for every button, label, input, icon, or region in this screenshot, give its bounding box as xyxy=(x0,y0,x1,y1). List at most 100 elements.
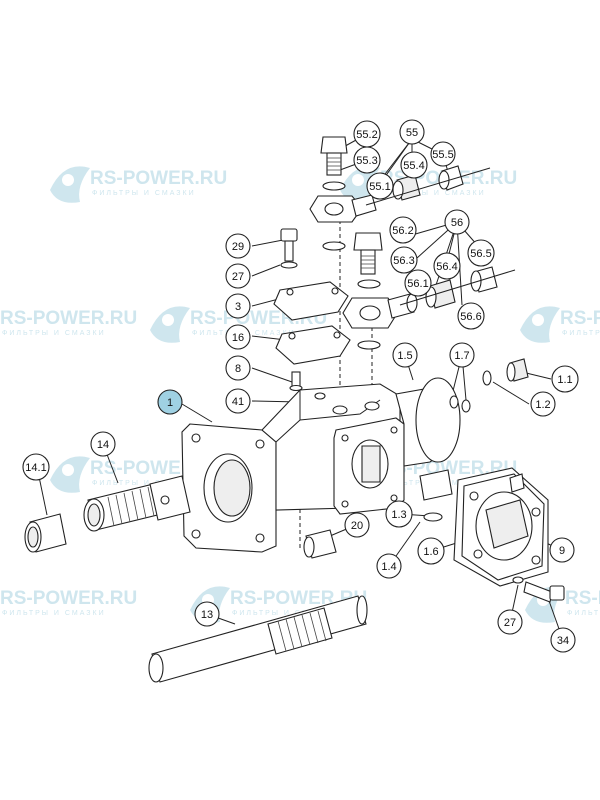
callout-circle xyxy=(457,302,485,330)
callout-circle xyxy=(400,151,428,179)
main-housing xyxy=(181,383,453,553)
watermark-brand: RS-POWER.RU xyxy=(0,588,137,609)
watermark-tagline: ФИЛЬТРЫ И СМАЗКИ xyxy=(92,480,196,487)
callout-label: 56.2 xyxy=(392,225,413,237)
callout-56-3: 56.3 xyxy=(390,246,418,274)
parts-layer xyxy=(24,136,565,683)
watermark-brand: RS-POWER.RU xyxy=(90,168,227,189)
washer-27-upper xyxy=(280,261,298,269)
axis-line-upper xyxy=(365,167,491,206)
callout-label: 20 xyxy=(351,520,363,532)
callout-circle xyxy=(404,269,432,297)
callout-14-1: 14.1 xyxy=(22,453,50,481)
callout-circle xyxy=(225,233,251,259)
watermark-tagline: ФИЛЬТРЫ И СМАЗКИ xyxy=(382,190,486,197)
banjo-fitting-upper xyxy=(309,194,377,223)
callout-label: 3 xyxy=(235,301,241,313)
banjo-bolt-lower xyxy=(353,232,383,275)
watermark-drop-icon-center xyxy=(352,174,364,186)
callout-label: 1.4 xyxy=(381,561,396,573)
callout-1-3: 1.3 xyxy=(385,500,413,528)
callout-label: 41 xyxy=(232,396,244,408)
fitting-56-5 xyxy=(470,266,498,293)
callout-circle xyxy=(530,391,556,417)
callout-label: 56 xyxy=(451,217,463,229)
callout-label: 16 xyxy=(232,332,244,344)
callout-label: 9 xyxy=(559,545,565,557)
stud-8 xyxy=(289,371,303,392)
washer-lower xyxy=(357,279,381,289)
callout-circle xyxy=(353,146,381,174)
callout-1-6: 1.6 xyxy=(417,537,445,565)
callout-1: 1 xyxy=(157,389,183,415)
callout-circle xyxy=(389,216,417,244)
callout-label: 55.3 xyxy=(356,155,377,167)
callout-9: 9 xyxy=(549,537,575,563)
callout-circle xyxy=(467,239,495,267)
fitting-nut-55-5 xyxy=(438,165,464,191)
rear-cover-9 xyxy=(461,473,545,581)
callout-56-4: 56.4 xyxy=(433,252,461,280)
callout-1-7: 1.7 xyxy=(449,342,475,368)
callout-1-4: 1.4 xyxy=(376,553,402,579)
callout-circle xyxy=(549,537,575,563)
callout-label: 55.4 xyxy=(403,160,424,172)
oring-1-2 xyxy=(482,370,492,386)
callout-56-1: 56.1 xyxy=(404,269,432,297)
callout-circle xyxy=(399,119,425,145)
callout-circle xyxy=(344,512,370,538)
watermark-tagline: ФИЛЬТРЫ И СМАЗКИ xyxy=(562,330,600,337)
callout-label: 55 xyxy=(406,127,418,139)
callout-circle xyxy=(376,553,402,579)
callout-55-4: 55.4 xyxy=(400,151,428,179)
callout-circle xyxy=(430,141,456,167)
callout-14: 14 xyxy=(90,431,116,457)
oring-1-7-b xyxy=(461,399,471,413)
callout-label: 1.7 xyxy=(454,350,469,362)
callout-label: 56.4 xyxy=(436,261,457,273)
callout-55-5: 55.5 xyxy=(430,141,456,167)
callout-55-3: 55.3 xyxy=(353,146,381,174)
plug-1-1 xyxy=(506,358,529,382)
callout-29: 29 xyxy=(225,233,251,259)
washer-lower-2 xyxy=(357,340,381,350)
watermark-brand: RS-POWER.RU xyxy=(560,308,600,329)
bolt-29 xyxy=(280,228,298,262)
watermark-brand: RS-POWER.RU xyxy=(0,308,137,329)
callout-55: 55 xyxy=(399,119,425,145)
cover-plate-3 xyxy=(273,281,349,321)
callout-circle xyxy=(194,601,220,627)
callout-circle xyxy=(390,246,418,274)
callout-27: 27 xyxy=(497,609,523,635)
shaft-13 xyxy=(148,595,368,683)
callout-56: 56 xyxy=(444,209,470,235)
threaded-coupling-14 xyxy=(83,475,191,532)
fitting-56-4 xyxy=(425,279,456,309)
callout-label: 1 xyxy=(167,397,173,409)
callout-circle xyxy=(385,500,413,528)
callout-circle xyxy=(392,342,418,368)
callout-3: 3 xyxy=(225,293,251,319)
callout-circle xyxy=(551,365,579,393)
callout-41: 41 xyxy=(225,388,251,414)
callout-56-6: 56.6 xyxy=(457,302,485,330)
watermark-drop-icon-center xyxy=(62,174,74,186)
watermark-drop-icon-center xyxy=(532,314,544,326)
bolt-34 xyxy=(523,581,565,603)
callout-circle xyxy=(90,431,116,457)
callout-circle xyxy=(225,293,251,319)
oring-1-7-a xyxy=(449,395,459,409)
callout-label: 27 xyxy=(232,271,244,283)
plug-20 xyxy=(303,529,337,559)
callout-1-5: 1.5 xyxy=(392,342,418,368)
callout-circle xyxy=(550,627,576,653)
callout-55-1: 55.1 xyxy=(366,172,394,200)
callout-label: 1.2 xyxy=(535,399,550,411)
callout-circle xyxy=(225,388,251,414)
callout-20: 20 xyxy=(344,512,370,538)
callout-1-2: 1.2 xyxy=(530,391,556,417)
